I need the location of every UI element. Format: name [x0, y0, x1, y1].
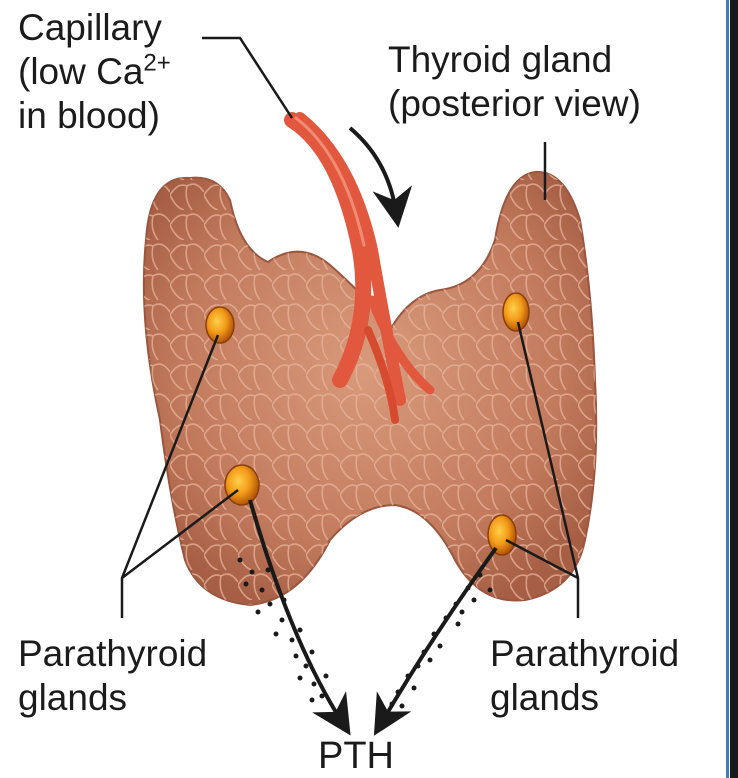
calcium-charge-superscript: 2+: [143, 50, 170, 77]
pth-label: PTH: [318, 734, 394, 778]
parathyroid-right-label-line1: Parathyroid: [490, 632, 679, 676]
capillary-label-line2: (low Ca2+: [18, 50, 171, 94]
page-border-accent: [726, 0, 729, 778]
parathyroid-left-label-line2: glands: [18, 676, 207, 720]
parathyroid-gland-lower-right: [488, 515, 516, 555]
parathyroid-left-label-line1: Parathyroid: [18, 632, 207, 676]
parathyroid-gland-lower-left: [225, 465, 259, 505]
parathyroid-left-label: Parathyroid glands: [18, 632, 207, 720]
capillary-label-line3: in blood): [18, 94, 171, 138]
pth-dots-right: [390, 573, 493, 709]
parathyroid-right-label-line2: glands: [490, 676, 679, 720]
capillary-label-line1: Capillary: [18, 6, 171, 50]
parathyroid-gland-upper-right: [503, 293, 529, 331]
parathyroid-right-label: Parathyroid glands: [490, 632, 679, 720]
thyroid-label-line2: (posterior view): [388, 82, 641, 126]
capillary-label-line2-text: (low Ca: [18, 51, 143, 92]
capillary-leader-line: [202, 38, 292, 118]
thyroid-label: Thyroid gland (posterior view): [388, 38, 641, 126]
capillary-label: Capillary (low Ca2+ in blood): [18, 6, 171, 138]
parathyroid-gland-upper-left: [206, 307, 234, 343]
page-border-dark: [730, 0, 738, 778]
thyroid-label-line1: Thyroid gland: [388, 38, 641, 82]
